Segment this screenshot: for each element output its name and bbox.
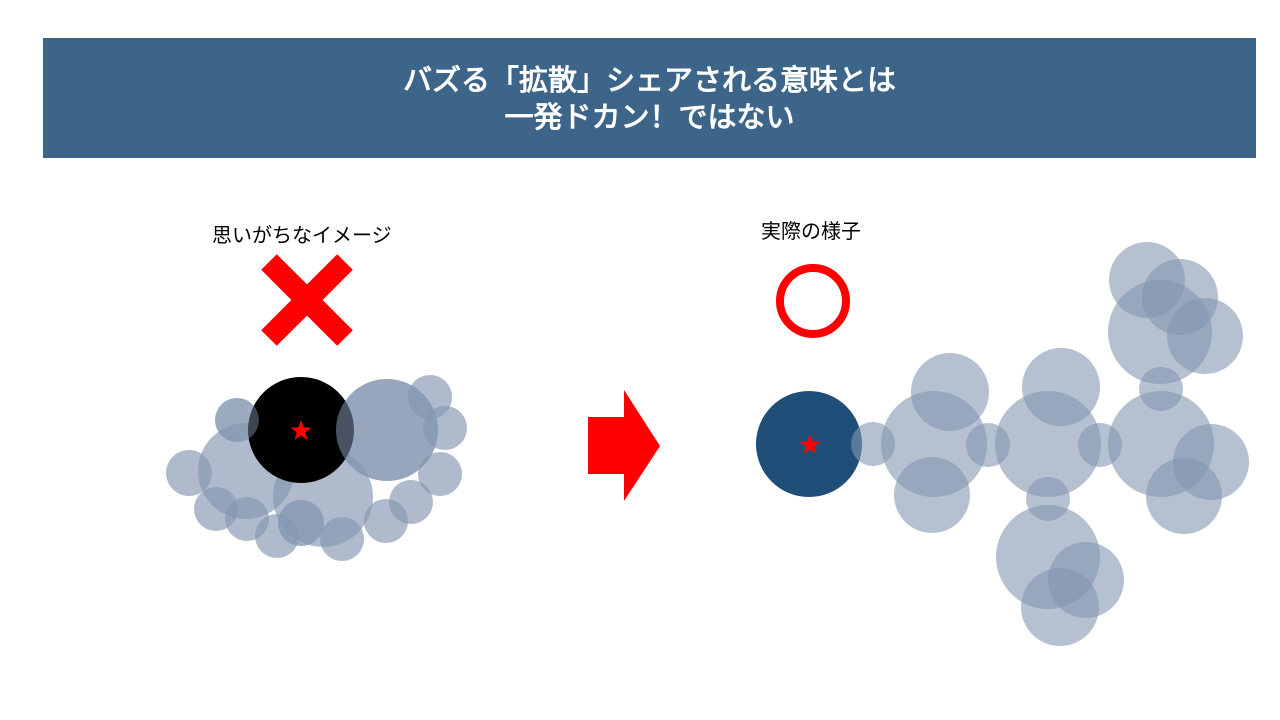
bubble bbox=[1022, 348, 1100, 426]
bubble bbox=[1167, 298, 1243, 374]
right-bubble-network bbox=[851, 242, 1249, 646]
star-icon bbox=[290, 420, 312, 440]
bubble bbox=[1021, 568, 1099, 646]
star-icon bbox=[799, 434, 821, 454]
right-arrow-icon bbox=[588, 390, 660, 501]
circle-mark-icon bbox=[776, 264, 850, 338]
left-bubble-overlays bbox=[215, 379, 438, 546]
bubble bbox=[911, 353, 989, 431]
bubble bbox=[278, 500, 324, 546]
title-banner: バズる「拡散」シェアされる意味とは 一発ドカン！ではない bbox=[43, 38, 1256, 158]
bubble bbox=[418, 452, 462, 496]
bubble bbox=[336, 379, 438, 481]
bubble bbox=[894, 457, 970, 533]
title-line-2: 一発ドカン！ではない bbox=[504, 100, 795, 134]
bubble bbox=[320, 517, 364, 561]
right-panel-label: 実際の様子 bbox=[761, 219, 861, 243]
left-panel-label: 思いがちなイメージ bbox=[212, 223, 392, 247]
bubble bbox=[215, 398, 259, 442]
cross-mark-icon bbox=[261, 254, 353, 346]
bubble bbox=[389, 480, 433, 524]
bubble bbox=[1146, 458, 1222, 534]
title-line-1: バズる「拡散」シェアされる意味とは bbox=[402, 63, 896, 97]
